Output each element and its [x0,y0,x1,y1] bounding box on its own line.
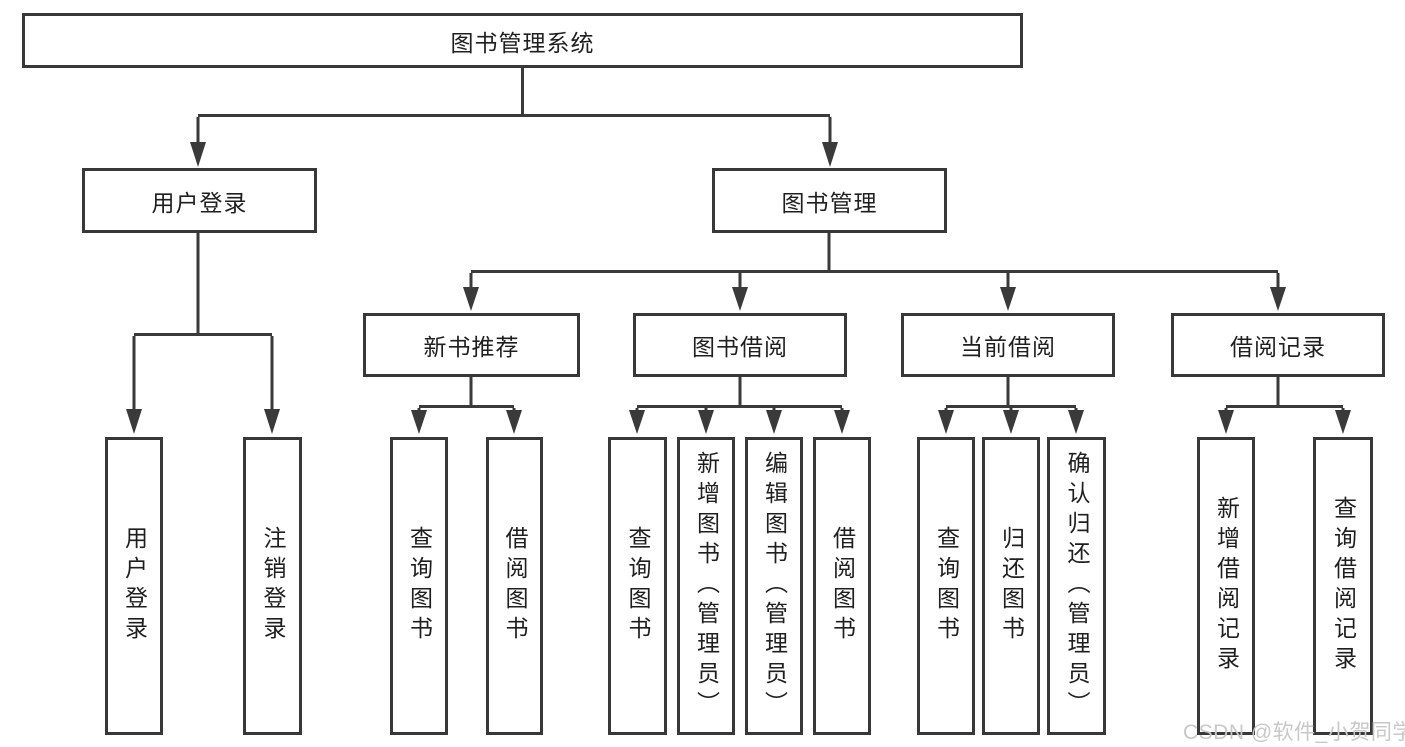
leaf-bb-edit-books-label: 编辑图书（管理员） [761,451,788,721]
leaf-bb-borrow-books-label: 借阅图书 [829,526,856,646]
node-book-management: 图书管理 [712,168,947,233]
leaf-cb-query-books-label: 查询图书 [933,526,960,646]
node-book-management-label: 图书管理 [781,189,878,216]
node-book-borrow-label: 图书借阅 [692,334,788,360]
node-new-book-recommend: 新书推荐 [363,313,580,377]
leaf-br-add-record: 新增借阅记录 [1197,437,1255,735]
leaf-bb-add-books: 新增图书（管理员） [677,437,735,735]
node-new-book-recommend-label: 新书推荐 [423,334,520,360]
node-current-borrow: 当前借阅 [901,313,1115,377]
arrowheads [126,142,1351,434]
node-root-label: 图书管理系统 [450,29,595,56]
csdn-watermark: CSDN @软件_小贺同学 [1183,721,1405,744]
leaf-cb-confirm-return: 确认归还（管理员） [1047,437,1106,735]
node-user-login-label: 用户登录 [151,189,248,216]
leaf-bb-query-books: 查询图书 [608,437,667,735]
leaf-nbr-borrow-books: 借阅图书 [486,437,543,735]
leaf-bb-edit-books: 编辑图书（管理员） [745,437,803,735]
leaf-cb-confirm-return-label: 确认归还（管理员） [1064,451,1090,721]
leaf-user-login-label: 用户登录 [121,526,148,646]
node-borrow-record-label: 借阅记录 [1230,334,1326,360]
leaf-logout: 注销登录 [243,437,302,735]
node-book-borrow: 图书借阅 [633,313,847,377]
leaf-cb-query-books: 查询图书 [917,437,975,735]
leaf-cb-return-books-label: 归还图书 [998,526,1025,646]
leaf-cb-return-books: 归还图书 [982,437,1040,735]
node-root: 图书管理系统 [22,13,1023,68]
leaf-nbr-query-books: 查询图书 [390,437,448,735]
leaf-logout-label: 注销登录 [260,526,286,646]
leaf-br-query-record: 查询借阅记录 [1313,437,1373,735]
node-current-borrow-label: 当前借阅 [960,334,1056,360]
leaf-br-query-record-label: 查询借阅记录 [1330,496,1357,676]
leaf-bb-borrow-books: 借阅图书 [813,437,871,735]
leaf-nbr-query-books-label: 查询图书 [406,526,433,646]
leaf-bb-add-books-label: 新增图书（管理员） [693,451,720,721]
leaf-user-login: 用户登录 [105,437,163,735]
leaf-nbr-borrow-books-label: 借阅图书 [502,526,528,646]
node-user-login: 用户登录 [82,168,317,233]
leaf-br-add-record-label: 新增借阅记录 [1213,496,1240,676]
leaf-bb-query-books-label: 查询图书 [625,526,651,646]
node-borrow-record: 借阅记录 [1171,313,1385,377]
